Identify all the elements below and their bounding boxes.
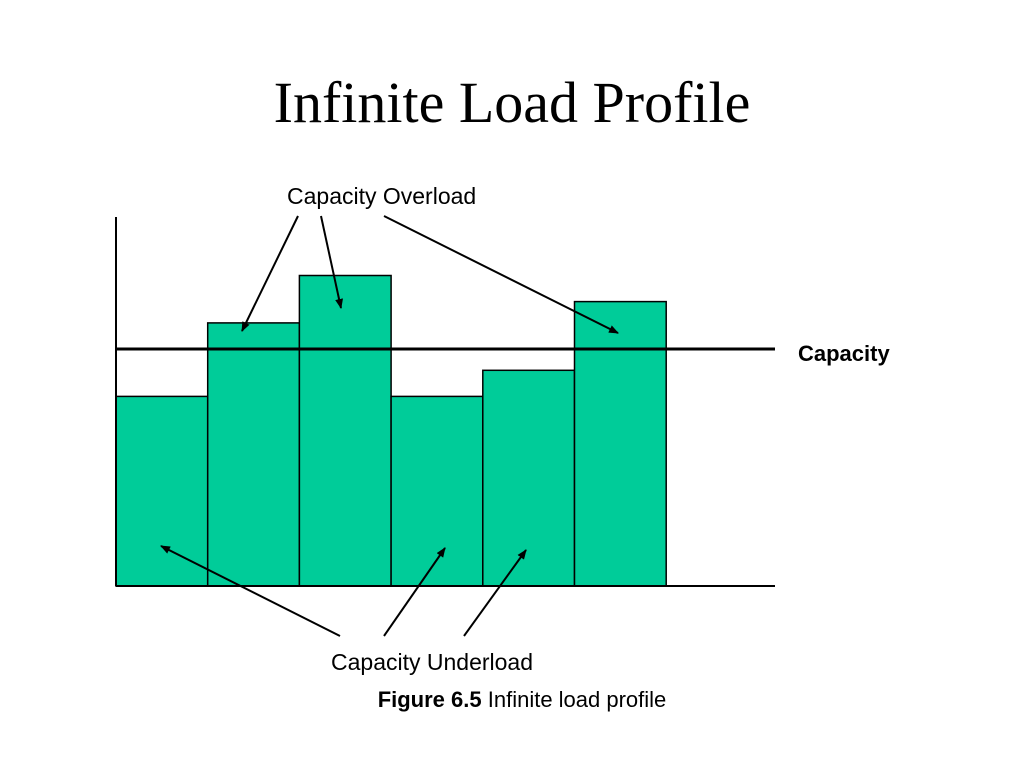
overload-arrow-1 <box>241 215 299 332</box>
overload-arrow-2 <box>320 215 343 309</box>
capacity-underload-label: Capacity Underload <box>331 649 534 675</box>
bars-group <box>115 274 667 587</box>
load-bar-4 <box>390 395 484 587</box>
underload-arrow-2 <box>383 547 446 637</box>
underload-arrow-3 <box>463 549 527 637</box>
underload-arrow-1 <box>160 545 341 637</box>
load-bar-6 <box>573 300 667 587</box>
capacity-label: Capacity <box>798 341 890 366</box>
figure-number: Figure 6.5 <box>377 687 482 712</box>
slide-title: Infinite Load Profile <box>273 70 751 135</box>
load-bar-3 <box>298 274 392 587</box>
load-bar-2 <box>206 322 301 587</box>
figure-caption: Figure 6.5 Infinite load profile <box>0 686 1024 714</box>
figure-caption-text: Infinite load profile <box>487 687 667 712</box>
capacity-overload-label: Capacity Overload <box>287 183 477 209</box>
load-bar-1 <box>115 395 209 587</box>
overload-arrow-3 <box>383 215 619 334</box>
load-bar-5 <box>482 369 576 587</box>
